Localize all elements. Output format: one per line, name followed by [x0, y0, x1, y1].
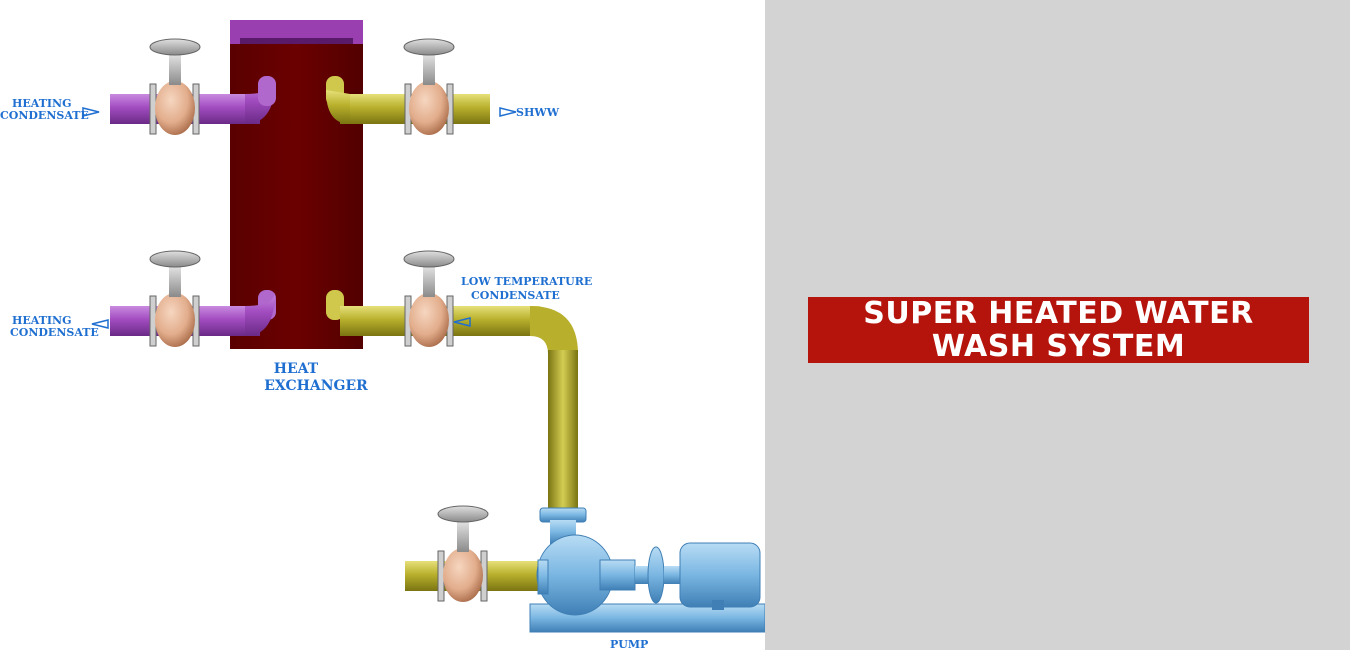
title-line-1: SUPER HEATED WATER — [863, 296, 1254, 331]
label-heat-exchanger-2: EXCHANGER — [264, 378, 368, 394]
title-banner: SUPER HEATED WATER WASH SYSTEM — [808, 297, 1309, 363]
low-temp-pipe — [326, 290, 578, 510]
valve-top-right — [403, 38, 455, 135]
label-shww: SHWW — [516, 106, 560, 119]
valve-bottom-left — [149, 250, 201, 347]
label-heat-exchanger-1: HEAT — [274, 361, 319, 377]
title-line-2: WASH SYSTEM — [931, 329, 1186, 364]
label-heating-top-2: CONDENSATE — [0, 109, 89, 122]
arrow-out-heating-bottom — [91, 319, 109, 329]
valve-top-left — [149, 38, 201, 135]
process-diagram: HEATING CONDENSATE SHWW HEATING CONDENSA… — [0, 20, 766, 650]
valve-bottom-right — [403, 250, 455, 347]
arrow-out-shww — [499, 107, 517, 117]
arrow-in-heating-top — [82, 107, 100, 117]
arrow-low-temp — [453, 317, 471, 327]
label-pump: PUMP — [610, 638, 648, 650]
side-panel: SUPER HEATED WATER WASH SYSTEM — [765, 0, 1350, 650]
pump — [529, 507, 766, 633]
label-low-temp-2: CONDENSATE — [471, 289, 560, 302]
valve-pump-inlet — [437, 505, 489, 602]
flow-arrows — [82, 107, 517, 329]
heat-exchanger — [230, 20, 363, 349]
diagram-canvas: HEATING CONDENSATE SHWW HEATING CONDENSA… — [0, 20, 766, 650]
label-heating-bottom-2: CONDENSATE — [10, 326, 99, 339]
label-heating-top-1: HEATING — [12, 97, 72, 110]
label-heating-bottom-1: HEATING — [12, 314, 72, 327]
label-low-temp-1: LOW TEMPERATURE — [461, 275, 592, 288]
